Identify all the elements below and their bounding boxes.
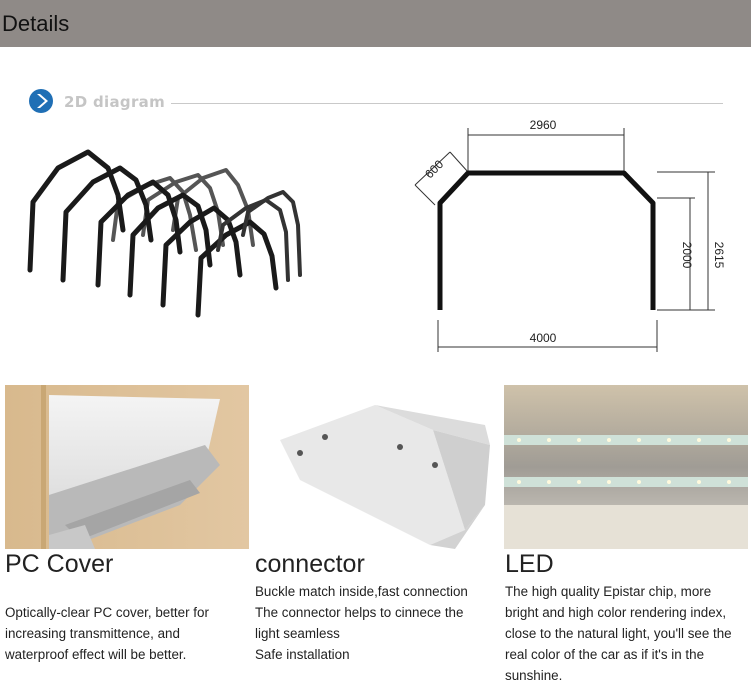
dim-top-width: 2960 — [530, 118, 557, 132]
dim-total-height: 2615 — [712, 242, 726, 269]
feature-desc-led: The high quality Epistar chip, more brig… — [505, 581, 750, 686]
desc-line: bright and high color rendering index, — [505, 605, 727, 620]
arch-frame — [60, 165, 154, 283]
desc-line: Safe installation — [255, 647, 350, 662]
desc-line: sunshine. — [505, 668, 563, 683]
arch-frame — [127, 192, 213, 298]
desc-line: real color of the car as if it's in the — [505, 647, 705, 662]
page-title: Details — [2, 11, 70, 36]
desc-line: waterproof effect will be better. — [5, 647, 187, 662]
feature-title-connector: connector — [255, 550, 365, 578]
dim-straight-height: 2000 — [680, 242, 694, 269]
desc-line: Optically-clear PC cover, better for — [5, 605, 209, 620]
arch-frame — [216, 198, 290, 282]
frame-outline — [437, 170, 656, 310]
feature-title-led: LED — [505, 550, 554, 578]
desc-line: Buckle match inside,fast connection — [255, 584, 468, 599]
arch-frame — [241, 190, 302, 277]
desc-line: light seamless — [255, 626, 340, 641]
desc-line: The high quality Epistar chip, more — [505, 584, 712, 599]
desc-line: increasing transmittence, and — [5, 626, 180, 641]
diagram-section-label: 2D diagram — [64, 93, 165, 111]
header-bar: Details — [0, 0, 751, 47]
arch-frame — [195, 219, 279, 318]
arch-frame — [160, 205, 243, 308]
feature-desc-connector: Buckle match inside,fast connection The … — [255, 581, 500, 665]
feature-desc-pc-cover: Optically-clear PC cover, better for inc… — [5, 602, 250, 665]
desc-line: close to the natural light, you'll see t… — [505, 626, 732, 641]
feature-title-pc-cover: PC Cover — [5, 550, 114, 578]
desc-line: The connector helps to cinnece the — [255, 605, 464, 620]
dim-base-width: 4000 — [530, 331, 557, 345]
diagram-divider — [171, 103, 723, 104]
chevron-right-icon — [29, 89, 53, 113]
dimension-drawing: 2960 600 2000 2615 4000 — [414, 118, 726, 352]
diagram-section-heading: 2D diagram — [28, 88, 723, 114]
connector-photo — [255, 385, 495, 549]
arch-array-illustration — [27, 149, 302, 318]
arch-frame — [95, 179, 183, 288]
dim-corner: 600 — [422, 157, 446, 181]
led-strip-photo — [504, 385, 748, 549]
arch-frame — [27, 149, 126, 273]
pc-cover-photo — [5, 385, 249, 549]
